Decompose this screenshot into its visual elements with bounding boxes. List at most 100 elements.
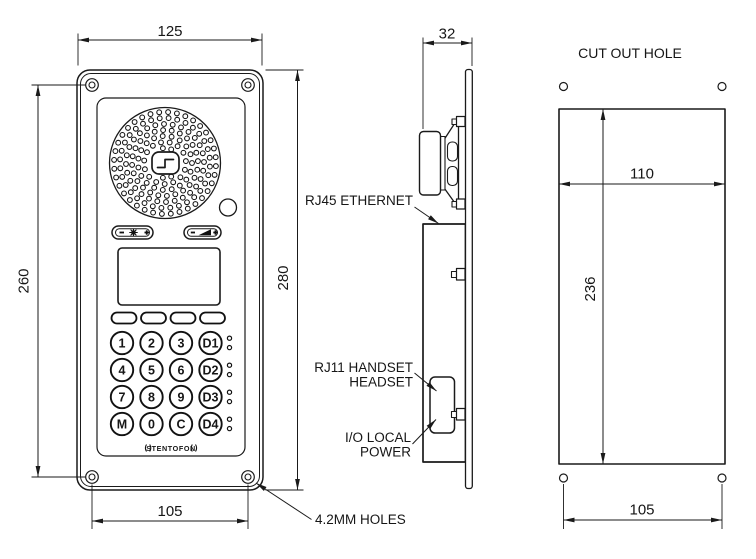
grille-hole [179,194,186,201]
grille-hole [117,165,124,172]
grille-hole [165,115,172,122]
callout-label-line1: RJ11 HANDSET [314,360,413,375]
grille-hole [193,183,200,190]
volume-rocker-button [183,225,222,240]
grille-hole [193,149,200,156]
grille-hole [175,202,182,209]
note-holes-label: 4.2MM HOLES [315,512,406,527]
grille-hole [119,131,126,138]
grille-hole [130,170,137,177]
grille-hole [170,179,177,186]
grille-hole [143,132,150,139]
volume-wedge-icon [198,229,211,236]
grille-hole [200,167,207,174]
keypad-key-3: 3 [168,330,194,356]
grille-hole [151,184,158,191]
callout-ethernet: RJ45 ETHERNET [305,193,439,224]
grille-hole [187,168,194,175]
grille-hole [191,174,198,181]
grille-hole [206,154,213,161]
brightness-sun-icon [129,228,138,237]
grille-hole [127,177,134,184]
grille-hole [197,123,204,129]
dim-label: 105 [157,503,182,520]
dim-cutout-width: 110 [559,166,725,187]
keypad-key-label: 5 [148,363,155,377]
grille-hole [194,158,201,165]
softkey-button-1 [110,311,138,325]
front-panel-inner-edge [80,73,260,487]
logo-bracket-right [190,444,198,452]
keypad-key-label: 2 [148,336,155,350]
grille-hole [138,172,145,179]
grille-hole [183,176,190,183]
grille-hole [176,182,183,189]
grille-hole [126,132,133,139]
grille-hole [182,119,189,126]
grille-hole [190,117,197,124]
dim-label: 236 [582,276,599,301]
grille-hole [125,124,131,131]
grille-hole [174,143,181,150]
grille-hole [158,204,165,211]
drill-hole-bottom-right [717,473,727,483]
grille-hole [163,192,170,199]
grille-hole [141,157,148,164]
grille-hole [123,152,130,159]
grille-hole [178,124,184,131]
keypad-key-2: 2 [139,330,164,356]
mounting-hole-bottom-left [85,470,99,484]
grille-hole [196,130,203,137]
keypad-key-label: C [176,417,185,431]
mounting-stud-bottom [450,407,466,421]
grille-hole [139,114,146,121]
grille-hole [177,174,184,181]
grille-hole [204,188,211,195]
keypad-key-8: 8 [139,384,164,410]
connector-block [429,376,456,434]
grille-hole [186,182,193,188]
grille-hole [111,165,118,172]
grille-hole [143,140,150,147]
grille-hole [159,133,166,140]
microphone-hole [218,198,238,217]
grille-hole [159,174,166,181]
grille-hole [201,159,207,165]
grille-hole [167,210,174,217]
grille-hole [149,142,156,149]
softkey-button-3 [169,311,197,325]
keypad-key-label: D1 [203,336,219,350]
dim-front-hole-spacing: 105 [91,484,249,529]
speaker-profile [418,115,466,210]
mounting-hole-bottom-right [241,470,255,484]
grille-hole [159,186,166,193]
callout-label: RJ45 ETHERNET [305,193,413,208]
keypad-key-7: 7 [109,384,135,410]
grille-hole [147,111,154,118]
grille-hole [211,171,218,178]
drill-hole-top-left [558,81,569,92]
grille-hole [185,128,192,135]
keypad-key-label: 3 [178,336,185,350]
grille-hole [153,179,160,185]
callout-label-line1: I/O LOCAL [345,430,412,445]
grille-hole [192,201,199,207]
grille-hole [184,205,191,212]
mounting-hole-top-right [241,78,255,92]
logo-bracket-left [144,444,152,452]
grille-hole [166,139,173,146]
grille-hole [171,197,178,204]
callout-power: I/O LOCAL POWER [345,419,437,460]
led-indicator [226,416,233,422]
dim-cutout-hole-spacing: 105 [563,484,723,529]
grille-hole [194,166,201,173]
grille-hole [141,206,148,213]
led-indicator [226,425,233,432]
grille-hole [141,200,148,207]
grille-hole [189,141,196,148]
grille-hole [155,192,162,199]
keypad-key-5: 5 [139,357,164,383]
grille-hole [149,203,156,210]
